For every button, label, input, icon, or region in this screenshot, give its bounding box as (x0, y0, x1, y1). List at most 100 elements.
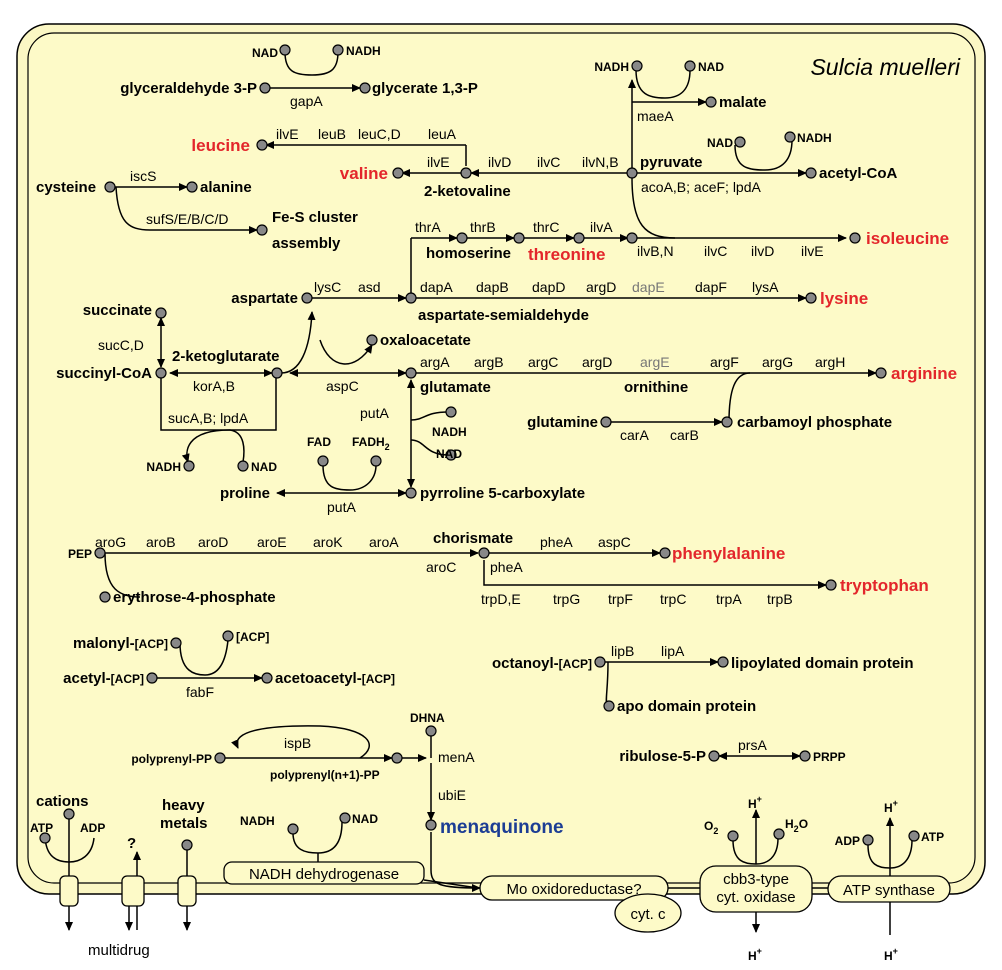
leucine-label: leucine (191, 136, 250, 155)
cbb3-label-2: cyt. oxidase (716, 889, 795, 906)
polyprenyln1-label: polyprenyl(n+1)-PP (270, 768, 380, 782)
nad-label: NAD (436, 447, 462, 461)
atp-synthase-box (827, 875, 951, 903)
lysine-pathway: lysC asd dapA dapB dapD argD dapE dapF l… (231, 279, 868, 324)
proline-pathway: putA putA NADH NAD FAD FADH2 proline pyr… (220, 379, 585, 515)
p5c-label: pyrroline 5-carboxylate (420, 485, 585, 502)
nadh-node (784, 131, 796, 143)
enzyme-ilvC: ilvC (537, 154, 560, 170)
adp-label: ADP (80, 821, 105, 835)
cysteine-node (104, 181, 116, 193)
enzyme-aroC: aroC (426, 559, 456, 575)
enzyme-aroA: aroA (369, 534, 399, 550)
succinate-label: succinate (83, 302, 152, 319)
nad-label: NAD (252, 46, 278, 60)
nad-label: NAD (352, 812, 378, 826)
tryptophan-label: tryptophan (840, 576, 929, 595)
nadh-node (445, 406, 457, 418)
enzyme-trpC: trpC (660, 591, 686, 607)
lipoylated-label: lipoylated domain protein (731, 655, 914, 672)
enzyme-menA: menA (438, 749, 475, 765)
homoserine-node (456, 232, 468, 244)
pdh-reaction: NAD NADH pyruvate acetyl-CoA acoA,B; ace… (626, 131, 898, 195)
aspartate-node (301, 292, 313, 304)
enzyme-pheA: pheA (540, 534, 573, 550)
chorismate-label: chorismate (433, 530, 513, 547)
enzyme-trpDE: trpD,E (481, 591, 521, 607)
nad-node (684, 60, 696, 72)
oxaloacetate-label: oxaloacetate (380, 332, 471, 349)
enzyme-ilvE: ilvE (276, 126, 299, 142)
nadh-label: NADH (432, 425, 467, 439)
polyprenyln1-node (391, 752, 403, 764)
enzyme-leuCD: leuC,D (358, 126, 401, 142)
prpp-node (799, 750, 811, 762)
multidrug-label: multidrug (88, 942, 150, 959)
isoleucine-node (849, 232, 861, 244)
cysteine-label: cysteine (36, 179, 96, 196)
nad-label: NAD (707, 136, 733, 150)
tca-fragment: succinate succinyl-CoA 2-ketoglutarate o… (56, 302, 471, 474)
question-label: ? (127, 835, 136, 852)
malate-node (705, 96, 717, 108)
acetoacetyl-acp-label: acetoacetyl-[ACP] (275, 670, 395, 687)
glutamate-node (405, 367, 417, 379)
proline-label: proline (220, 485, 270, 502)
enzyme-lipB: lipB (611, 643, 634, 659)
nadh-label: NADH (346, 44, 381, 58)
enzyme-ispB: ispB (284, 735, 311, 751)
cation-node (63, 808, 75, 820)
enzyme-argE-missing: argE (640, 354, 670, 370)
enzyme-dapB: dapB (476, 279, 509, 295)
homoserine-label: homoserine (426, 245, 511, 262)
enzyme-sucAB: sucA,B; lpdA (168, 410, 249, 426)
maeA-reaction: NADH NAD malate maeA (594, 60, 767, 178)
hplus-out-label: H+ (748, 946, 762, 963)
atp-label: ATP (921, 830, 944, 844)
enzyme-ilvD: ilvD (488, 154, 511, 170)
carbamoyl-label: carbamoyl phosphate (737, 414, 892, 431)
aromatic-pathway: PEP erythrose-4-phosphate chorismate aro… (68, 530, 929, 607)
fadh2-node (370, 455, 382, 467)
fes-label-2: assembly (272, 235, 341, 252)
nadh-node (332, 44, 344, 56)
arginine-label: arginine (891, 364, 957, 383)
enzyme-ilvBN: ilvB,N (637, 243, 674, 259)
nadh-label: NADH (594, 60, 629, 74)
h2o-node (773, 828, 785, 840)
nad-label: NAD (698, 60, 724, 74)
alanine-node (186, 181, 198, 193)
phosphohomoserine-node (513, 232, 525, 244)
menaquinone-label: menaquinone (440, 817, 564, 838)
enzyme-ubiE: ubiE (438, 787, 466, 803)
acetylcoa-label: acetyl-CoA (819, 165, 898, 182)
pep-label: PEP (68, 547, 92, 561)
enzyme-ilvNB: ilvN,B (582, 154, 619, 170)
succinylcoa-label: succinyl-CoA (56, 365, 152, 382)
cation-transporter (59, 875, 79, 907)
glutamate-label: glutamate (420, 379, 491, 396)
enzyme-argB: argB (474, 354, 504, 370)
enzyme-ilvC: ilvC (704, 243, 727, 259)
glutamine-label: glutamine (527, 414, 598, 431)
o2-label: O2 (704, 819, 718, 836)
acetoacetylacp-node (261, 672, 273, 684)
enzyme-putA: putA (327, 499, 356, 515)
enzyme-iscS: iscS (130, 168, 156, 184)
multidrug-transporter (121, 875, 145, 907)
octanoyl-acp-label: octanoyl-[ACP] (492, 655, 592, 672)
heavy-metals-label-2: metals (160, 815, 208, 832)
enzyme-ilvE: ilvE (801, 243, 824, 259)
enzyme-ilvA: ilvA (590, 219, 613, 235)
prsA-reaction: ribulose-5-P PRPP prsA (619, 737, 845, 765)
enzyme-argC: argC (528, 354, 558, 370)
gapA-reaction: NAD NADH glyceraldehyde 3-P glycerate 1,… (120, 44, 478, 109)
ketovaline-node (460, 167, 472, 179)
g3p-node (259, 82, 271, 94)
metal-node (181, 839, 193, 851)
enzyme-aroB: aroB (146, 534, 176, 550)
g13p-label: glycerate 1,3-P (372, 80, 478, 97)
malonyl-acp-label: malonyl-[ACP] (73, 635, 168, 652)
h2o-label: H2O (785, 817, 808, 834)
